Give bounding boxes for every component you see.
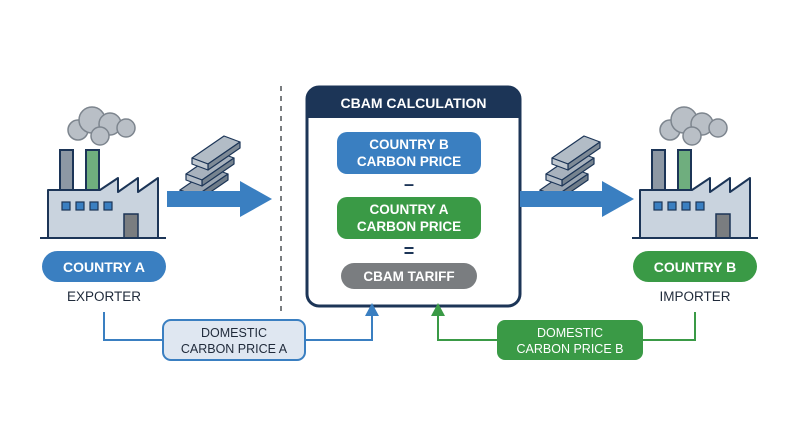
- term1-line2: CARBON PRICE: [357, 154, 461, 169]
- domestic-carbon-price-b-box: DOMESTIC CARBON PRICE B: [497, 320, 643, 360]
- term1-line1: COUNTRY B: [369, 137, 449, 152]
- left-flow-arrow: [167, 181, 272, 217]
- feed-a-line1: DOMESTIC: [201, 326, 267, 340]
- domestic-carbon-price-a-box: DOMESTIC CARBON PRICE A: [162, 319, 306, 361]
- result-label: CBAM TARIFF: [363, 269, 454, 284]
- right-factory-icon: [632, 106, 758, 239]
- country-a-label: COUNTRY A: [63, 259, 145, 275]
- country-b-carbon-price-pill: COUNTRY B CARBON PRICE: [337, 132, 481, 174]
- term2-line1: COUNTRY A: [369, 202, 448, 217]
- right-flow-arrow: [520, 181, 634, 217]
- feed-b-line2: CARBON PRICE B: [517, 342, 624, 356]
- importer-label: IMPORTER: [659, 289, 730, 304]
- term2-line2: CARBON PRICE: [357, 219, 461, 234]
- country-b-pill: COUNTRY B: [633, 251, 757, 282]
- minus-operator: –: [404, 174, 414, 194]
- cbam-calculation-box: CBAM CALCULATION COUNTRY B CARBON PRICE …: [305, 85, 522, 308]
- exporter-label: EXPORTER: [67, 289, 141, 304]
- left-smoke: [67, 106, 136, 146]
- feed-b-line1: DOMESTIC: [537, 326, 603, 340]
- equals-operator: =: [404, 241, 415, 261]
- feed-a-line2: CARBON PRICE A: [181, 342, 288, 356]
- cbam-title: CBAM CALCULATION: [341, 95, 487, 111]
- country-a-carbon-price-pill: COUNTRY A CARBON PRICE: [337, 197, 481, 239]
- cbam-tariff-pill: CBAM TARIFF: [341, 263, 477, 289]
- country-a-pill: COUNTRY A: [42, 251, 166, 282]
- country-b-label: COUNTRY B: [654, 259, 736, 275]
- right-smoke: [659, 106, 728, 146]
- left-factory-icon: [40, 106, 166, 239]
